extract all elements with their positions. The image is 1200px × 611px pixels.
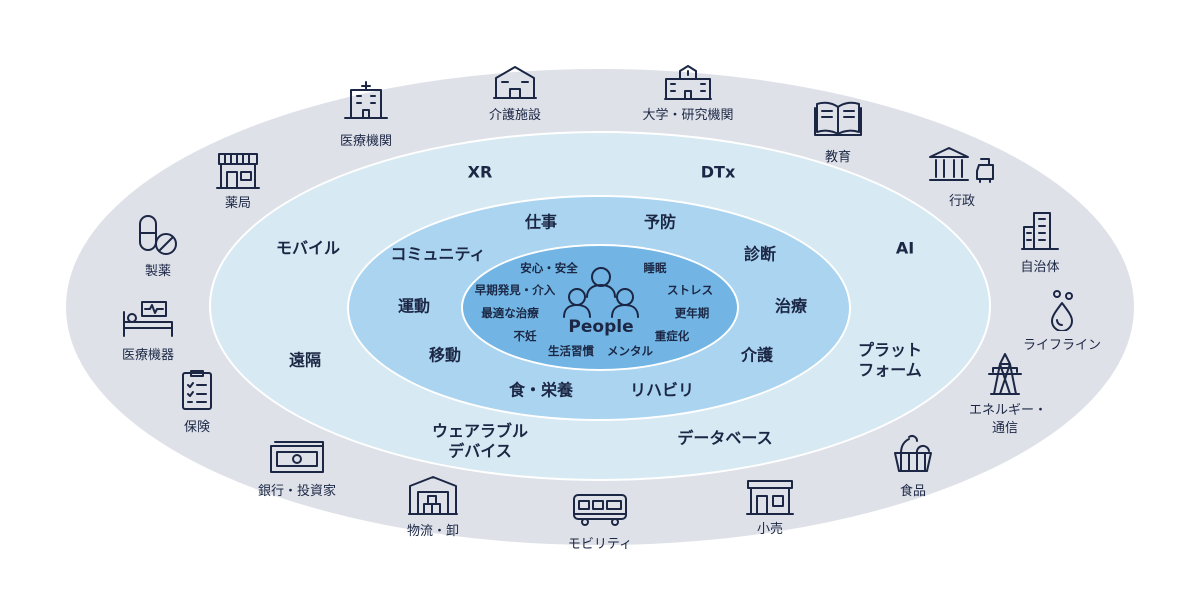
tech-label: AI	[895, 238, 915, 258]
life-label: リハビリ	[629, 380, 695, 400]
building-icon	[1020, 209, 1060, 251]
stakeholder-label: 医療機関	[339, 134, 393, 150]
bus-icon	[571, 492, 629, 528]
checklist-icon	[179, 369, 215, 411]
stakeholder-label: 小売	[756, 522, 784, 538]
stakeholder-label: 薬局	[224, 196, 252, 212]
people-icon	[555, 265, 647, 321]
university-icon	[663, 63, 713, 101]
tech-label: ウェアラブル	[431, 421, 529, 441]
core-label: 安心・安全	[520, 261, 578, 276]
power-tower-icon	[985, 352, 1025, 396]
stakeholder-label: 銀行・投資家	[257, 484, 337, 500]
government-icon	[927, 145, 997, 185]
water-drop-icon	[1045, 289, 1079, 331]
pharmacy-icon	[215, 150, 261, 190]
tech-label: XR	[467, 162, 493, 182]
stakeholder-label: 介護施設	[488, 108, 542, 124]
tech-label: モバイル	[275, 238, 341, 258]
stakeholder-label: ライフライン	[1022, 338, 1102, 354]
core-label: 睡眠	[643, 261, 667, 276]
life-label: 診断	[743, 244, 777, 264]
core-label: 最適な治療	[481, 306, 539, 321]
stakeholder-label: 製薬	[144, 264, 172, 280]
hospital-icon	[343, 80, 389, 120]
care-facility-icon	[492, 64, 538, 100]
store-icon	[745, 478, 795, 516]
life-label: 介護	[740, 345, 774, 365]
stakeholder-label: 物流・卸	[406, 524, 460, 540]
core-label: 生活習慣	[548, 344, 594, 359]
warehouse-icon	[407, 474, 459, 516]
core-label: メンタル	[607, 344, 653, 359]
life-label: 予防	[643, 212, 677, 232]
stakeholder-label: モビリティ	[567, 537, 633, 553]
stakeholder-label: エネルギー・	[968, 403, 1048, 419]
life-label: 仕事	[524, 212, 558, 232]
hospital-bed-icon	[120, 298, 176, 338]
tech-label: DTx	[700, 162, 736, 182]
stakeholder-label: 食品	[899, 484, 927, 500]
pill-icon	[136, 213, 180, 257]
core-label: 更年期	[674, 306, 710, 321]
core-label: ストレス	[667, 283, 713, 298]
tech-label: デバイス	[448, 441, 512, 461]
stakeholder-label: 自治体	[1020, 260, 1060, 276]
life-label: 食・栄養	[508, 380, 574, 400]
book-icon	[813, 99, 863, 137]
food-basket-icon	[891, 431, 935, 473]
life-label: 運動	[397, 296, 431, 316]
stakeholder-label: 大学・研究機関	[642, 108, 734, 124]
core-label: 早期発見・介入	[474, 283, 556, 298]
life-label: 治療	[774, 296, 808, 316]
core-label: 重症化	[654, 329, 690, 344]
people-title: People	[568, 316, 634, 337]
tech-label: プラット	[857, 340, 923, 360]
stakeholder-label: 教育	[824, 150, 852, 166]
stakeholder-label: 行政	[948, 194, 976, 210]
tech-label: フォーム	[858, 360, 922, 380]
core-label: 不妊	[513, 329, 537, 344]
life-label: 移動	[428, 345, 462, 365]
stakeholder-label: 医療機器	[121, 348, 175, 364]
tech-label: データベース	[677, 428, 773, 448]
stakeholder-label: 通信	[991, 421, 1019, 437]
banknote-icon	[267, 440, 327, 476]
stakeholder-label: 保険	[183, 420, 211, 436]
tech-label: 遠隔	[288, 350, 322, 370]
core-people	[461, 244, 739, 371]
life-label: コミュニティ	[390, 244, 486, 264]
